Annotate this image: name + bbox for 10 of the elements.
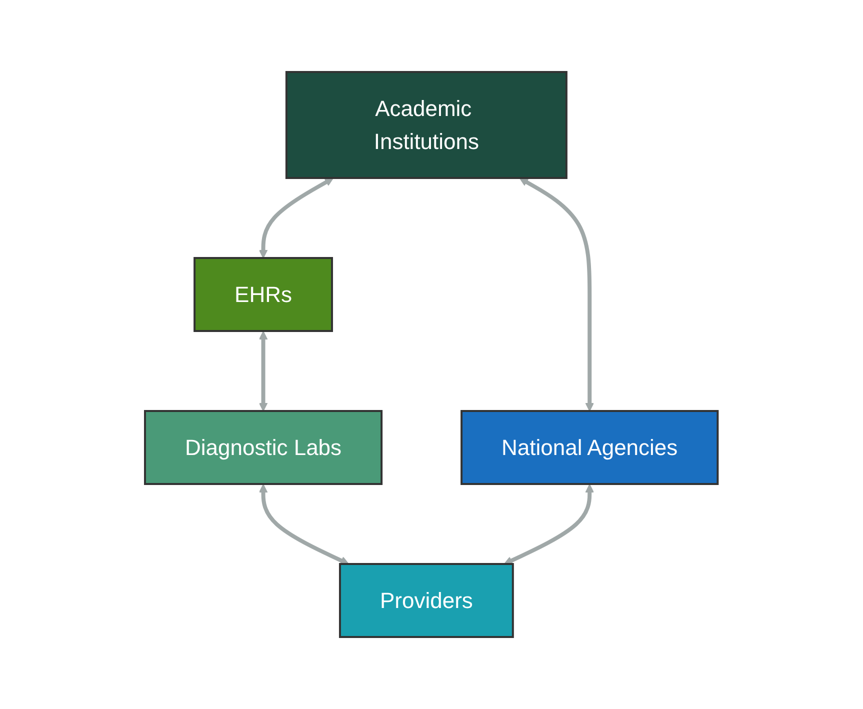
arrow: [259, 331, 268, 412]
node-box: Diagnostic Labs: [144, 410, 383, 485]
arrow: [259, 178, 334, 258]
arrow: [259, 484, 350, 565]
node-box: National Agencies: [460, 410, 719, 485]
arrow: [520, 178, 594, 412]
node-box: Providers: [339, 563, 514, 638]
node-box: EHRs: [194, 257, 334, 332]
node-box: Academic Institutions: [286, 71, 568, 179]
arrow: [504, 484, 594, 565]
